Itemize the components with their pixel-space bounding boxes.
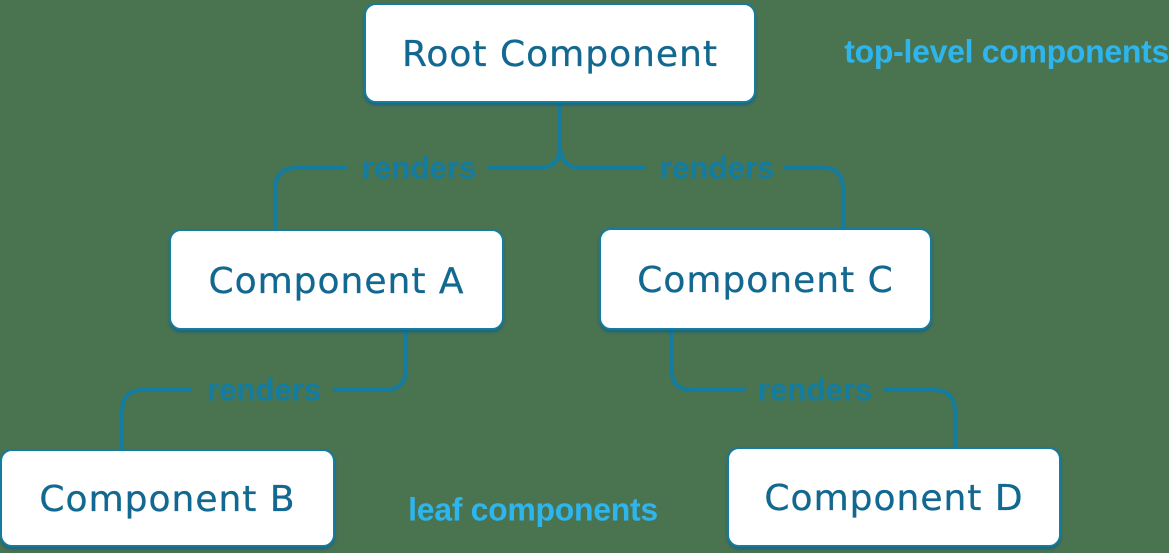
- node-component-b: Component B: [0, 449, 335, 547]
- node-component-d-label: Component D: [764, 478, 1024, 519]
- node-component-c-label: Component C: [637, 260, 894, 301]
- annotation-top-level-components: top-level components: [844, 33, 1169, 70]
- edge-label-renders-c-d: renders: [757, 371, 873, 408]
- edge-c-d-end: [883, 388, 957, 447]
- node-component-a-label: Component A: [208, 260, 465, 302]
- annotation-leaf-components: leaf components: [408, 491, 658, 528]
- edge-label-renders-root-a: renders: [361, 149, 477, 186]
- edge-a-b-end: [120, 388, 192, 449]
- edge-a-b-start: [333, 330, 408, 392]
- edge-label-renders-root-c: renders: [659, 149, 775, 186]
- edge-root-a: [273, 166, 348, 229]
- edge-root-split: [487, 103, 645, 170]
- node-component-c: Component C: [599, 228, 932, 330]
- node-component-b-label: Component B: [39, 479, 296, 520]
- node-root-component: Root Component: [364, 3, 756, 103]
- node-root-component-label: Root Component: [401, 34, 718, 75]
- edge-c-d-start: [669, 330, 746, 392]
- node-component-a: Component A: [169, 229, 504, 330]
- node-component-d: Component D: [727, 447, 1061, 547]
- edge-root-c: [784, 166, 845, 228]
- edge-label-renders-a-b: renders: [206, 371, 322, 408]
